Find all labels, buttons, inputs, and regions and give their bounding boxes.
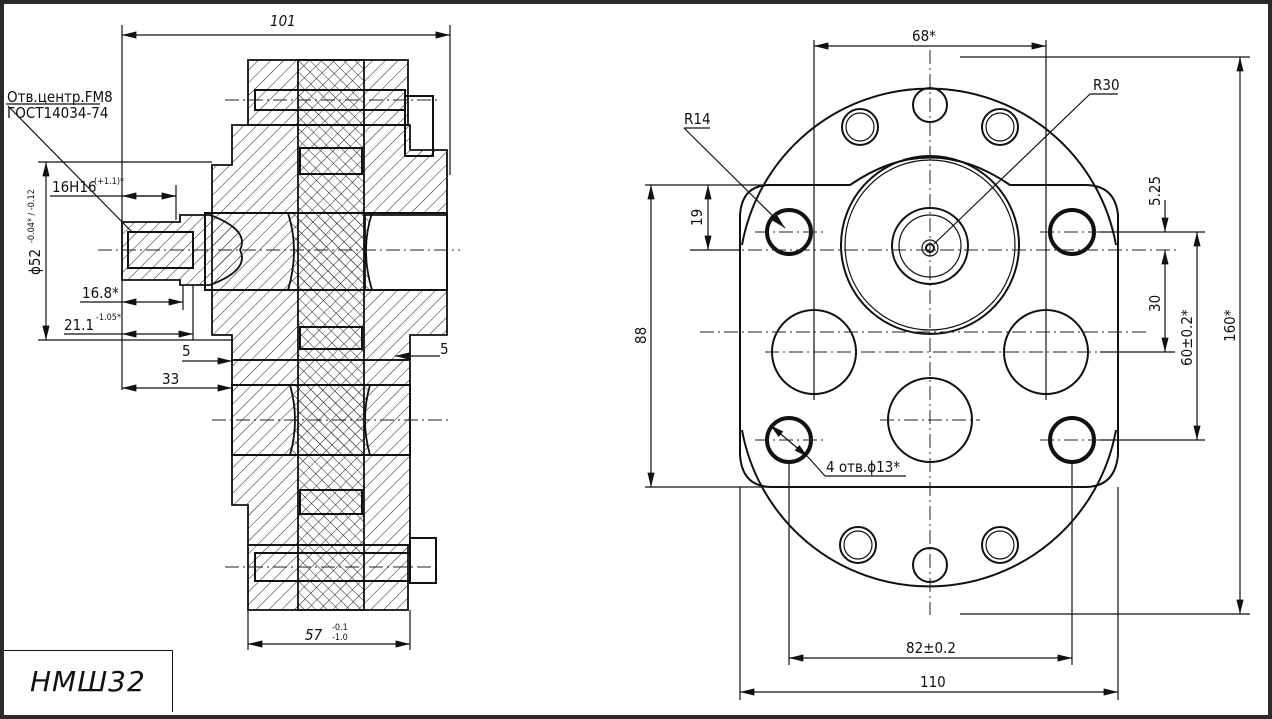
- front-view: 68* R30 R14 19 88 5.25 30 60±0.2* 160* 4…: [632, 27, 1250, 700]
- dim-16: 16Н16: [52, 178, 97, 196]
- dim-68: 68*: [912, 27, 936, 45]
- dim-r14: R14: [684, 110, 711, 128]
- title-block: НМШ32: [4, 650, 173, 712]
- center-hole-note-2: ГОСТ14034-74: [7, 104, 108, 122]
- cover-bolt-holes: [839, 87, 1019, 583]
- dim-160: 160*: [1221, 309, 1239, 342]
- dim-19: 19: [688, 209, 706, 226]
- dim-30: 30: [1146, 295, 1164, 312]
- dim-82: 82±0.2: [906, 639, 956, 657]
- dim-88: 88: [632, 327, 650, 344]
- body-outline: [741, 87, 1117, 588]
- mounting-flange: [739, 156, 1119, 488]
- bottom-bolt-head: [409, 537, 437, 584]
- dim-21-1: 21.1: [64, 316, 94, 334]
- holes-note: 4 отв.ϕ13*: [826, 458, 900, 476]
- dim-60: 60±0.2*: [1178, 309, 1196, 366]
- dim-dia52: ϕ52: [26, 249, 44, 275]
- dim-5-right: 5: [440, 340, 449, 358]
- dim-5-25: 5.25: [1146, 176, 1164, 206]
- dim-110: 110: [920, 673, 946, 691]
- dim-5-left: 5: [182, 342, 191, 360]
- dim-r30: R30: [1093, 76, 1120, 94]
- dim-57: 57: [305, 626, 323, 644]
- dim-overall-length: 101: [270, 12, 296, 30]
- dim-16-tol: (+1.1)*: [94, 177, 124, 187]
- drawing-title: НМШ32: [30, 665, 146, 698]
- dim-57-tol-lower: -1.0: [332, 633, 348, 643]
- side-section-view: 101 Отв.центр.FМ8 ГОСТ14034-74 ϕ52 -0.04…: [6, 12, 460, 650]
- dim-33: 33: [162, 370, 179, 388]
- dim-dia52-tol: -0.04* / -0.12: [27, 189, 37, 243]
- dim-16-8: 16.8*: [82, 284, 119, 302]
- dim-21-1-tol: -1.05*: [96, 313, 121, 323]
- center-hole-note-1: Отв.центр.FМ8: [7, 88, 113, 106]
- dim-57-tol-upper: -0.1: [332, 623, 348, 633]
